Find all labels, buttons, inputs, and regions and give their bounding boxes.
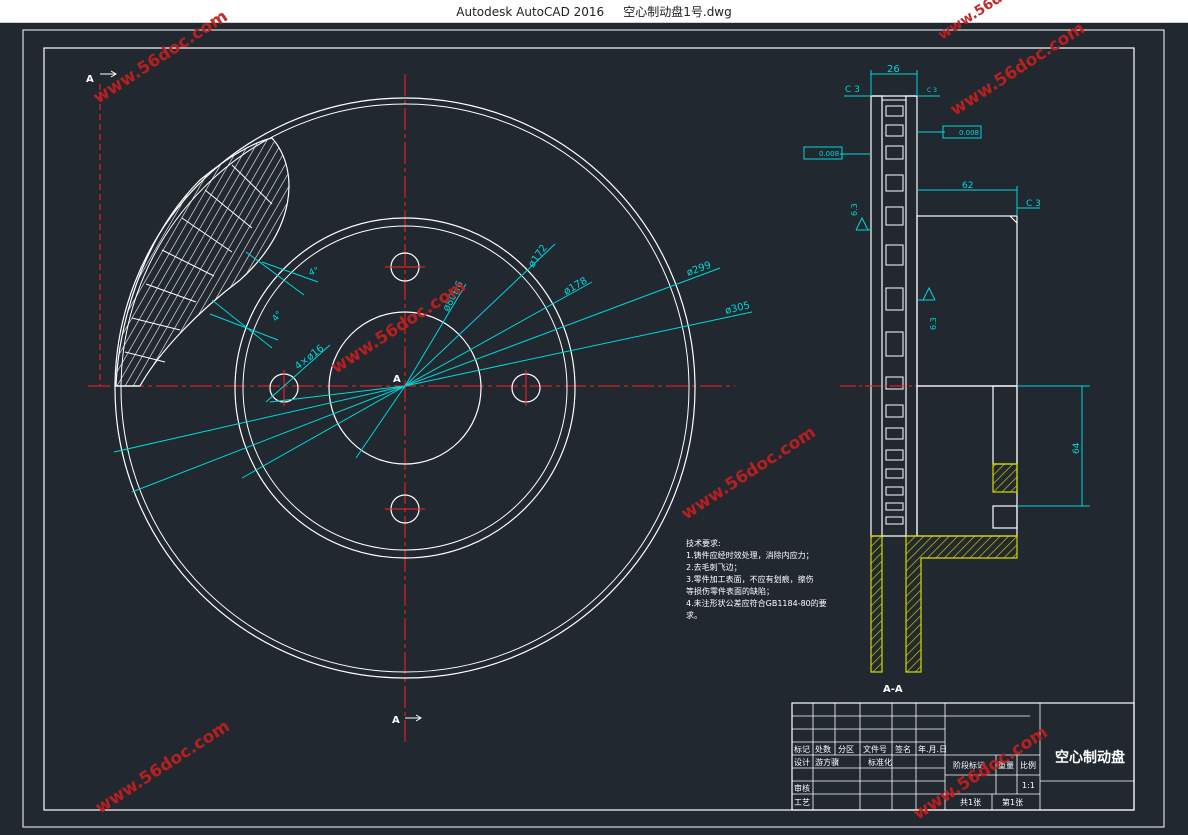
tb-header-count: 处数 [815, 744, 831, 754]
dim-width-26: 26 [887, 64, 900, 75]
watermark-2: www.56doc.com [947, 18, 1089, 120]
plate-right [905, 95, 918, 537]
dim-d305: ø305 [724, 300, 751, 317]
dim-holes: 4×ø16 [293, 343, 326, 372]
center-bore [328, 311, 482, 465]
center-label: A [393, 374, 401, 385]
tech-item-6: 求。 [686, 610, 702, 620]
tb-standardization: 标准化 [868, 757, 892, 767]
dim-flatness-2: 0.008 [959, 129, 979, 137]
dim-chamfer-right: C 3 [1026, 199, 1041, 209]
tb-scale-value: 1:1 [1022, 781, 1035, 790]
dim-flatness-1: 0.008 [819, 150, 839, 158]
watermark-1: www.56doc.com [90, 6, 232, 108]
dim-roughness-2: 6.3 [929, 317, 938, 330]
tb-header-doc: 文件号 [863, 744, 887, 754]
dim-roughness-1: 6.3 [850, 203, 859, 216]
tb-sheet-no: 第1张 [1002, 797, 1023, 807]
hatched-sections [870, 463, 1018, 673]
dim-62: 62 [962, 181, 973, 191]
tb-design-label: 设计 [794, 757, 810, 767]
watermark-3: www.56doc.com [328, 276, 470, 378]
tb-review: 审核 [794, 783, 810, 793]
dim-64: 64 [1072, 442, 1082, 454]
tb-process: 工艺 [794, 798, 810, 807]
tech-item-3: 3.零件加工表面，不应有划痕，擦伤 [686, 574, 814, 584]
section-marker-bottom: A [392, 715, 400, 726]
tb-weight: 重量 [998, 760, 1014, 770]
window-titlebar: Autodesk AutoCAD 2016 空心制动盘1号.dwg [0, 0, 1188, 23]
section-marker-top: A [86, 74, 94, 85]
tech-item-4: 等损伤零件表面的缺陷； [686, 586, 774, 596]
front-dimension-leaders [113, 243, 753, 493]
watermark-5: www.56doc.com [92, 716, 234, 818]
dim-angle-2: 4° [271, 310, 285, 324]
section-arrow-bottom [405, 714, 422, 722]
tb-part-name: 空心制动盘 [1055, 749, 1125, 766]
title-block[interactable]: 标记 处数 分区 文件号 签名 年.月.日 设计 游方骥 标准化 审核 工艺 阶… [791, 702, 1135, 811]
window-title: Autodesk AutoCAD 2016 空心制动盘1号.dwg [456, 5, 732, 19]
dim-d178: ø178 [562, 275, 589, 297]
hub-circle-2 [242, 225, 568, 551]
tb-header-zone: 分区 [838, 745, 854, 754]
tb-header-date: 年.月.日 [918, 744, 947, 754]
outer-border [22, 29, 1165, 828]
dim-d172: ø172 [526, 243, 549, 270]
tb-designer: 游方骥 [815, 757, 839, 767]
bolt-holes [269, 252, 541, 524]
section-view[interactable]: 26 C 3 C 3 C 3 0.008 0.008 62 64 6.3 6.3… [803, 64, 1090, 695]
tb-header-mark: 标记 [794, 744, 810, 754]
tb-sheets-total: 共1张 [960, 798, 981, 807]
tb-stage: 阶段标记 [953, 760, 985, 770]
watermarks: www.56doc.com www.56doc.com www.56doc.co… [90, 0, 1089, 824]
front-view[interactable]: ø172 ø178 ø299 ø305 ø80H6 4×ø16 4° 4° A … [86, 70, 753, 742]
section-arrow-top [100, 70, 117, 78]
section-view-label: A-A [883, 684, 903, 695]
dim-chamfer-small: C 3 [927, 87, 937, 94]
tb-scale: 比例 [1020, 760, 1036, 770]
tech-item-5: 4.未注形状公差应符合GB1184-80的要 [686, 598, 827, 608]
outer-circle [114, 97, 696, 679]
watermark-6: www.56doc.com [910, 722, 1052, 824]
outer-circle-2 [120, 103, 690, 673]
tech-heading: 技术要求: [686, 538, 721, 548]
tech-item-1: 1.铸件应经时效处理，消除内应力； [686, 550, 814, 560]
vent-cutaway [115, 137, 290, 387]
section-dimension-lines [840, 70, 1090, 507]
flatness-box-right [942, 125, 982, 139]
inner-border [43, 47, 1135, 811]
tb-header-sign: 签名 [895, 744, 911, 754]
tech-item-2: 2.去毛刺飞边； [686, 562, 742, 572]
watermark-4: www.56doc.com [678, 422, 820, 524]
tech-requirements: 技术要求: 1.铸件应经时效处理，消除内应力； 2.去毛刺飞边； 3.零件加工表… [686, 538, 827, 620]
vent-slots [885, 105, 904, 525]
hub-circle [234, 217, 576, 559]
dim-chamfer-left: C 3 [845, 85, 860, 95]
plate-left [870, 95, 883, 537]
dim-angle-1: 4° [308, 266, 321, 279]
flatness-box-left [803, 146, 843, 160]
